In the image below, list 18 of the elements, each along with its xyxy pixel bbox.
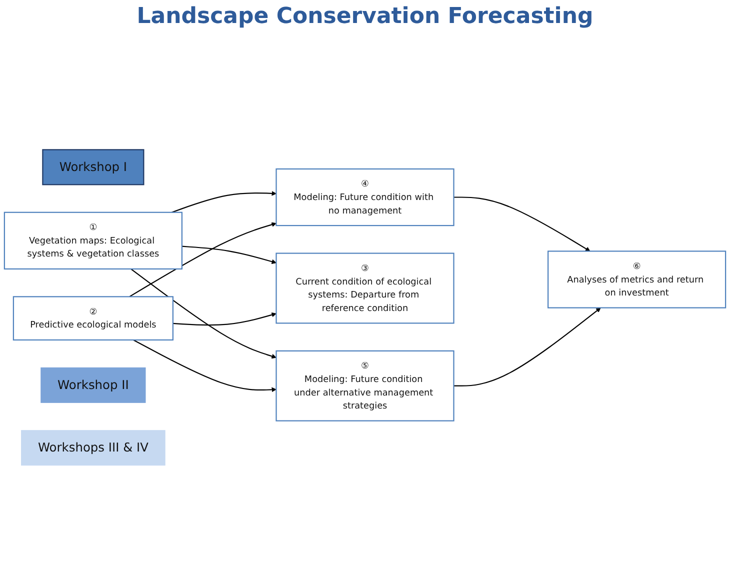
arrow	[172, 312, 276, 326]
arrow	[130, 268, 276, 359]
arrow	[172, 191, 276, 213]
node-box: ⑥ Analyses of metrics and return on investment	[548, 250, 726, 308]
arrow	[182, 246, 276, 264]
arrow	[129, 222, 276, 298]
title: Landscape Conservation Forecasting	[136, 4, 594, 29]
node-box: ③ Current condition of ecological systems: Departure from reference condition	[276, 252, 454, 324]
node-box: ② Predictive ecological models	[12, 296, 174, 340]
node-box: ① Vegetation maps: Ecological systems & vegetation classes	[4, 212, 182, 270]
node-box: Workshops III & IV	[21, 430, 166, 466]
node-box: Workshop I	[42, 149, 144, 186]
arrow	[454, 196, 590, 252]
arrow	[133, 339, 276, 392]
node-box: Workshop II	[40, 367, 146, 403]
node-box: ⑤ Modeling: Future condition under alternative management strategies	[276, 350, 454, 422]
arrow	[454, 308, 601, 386]
node-box: ④ Modeling: Future condition with no management	[276, 168, 454, 226]
